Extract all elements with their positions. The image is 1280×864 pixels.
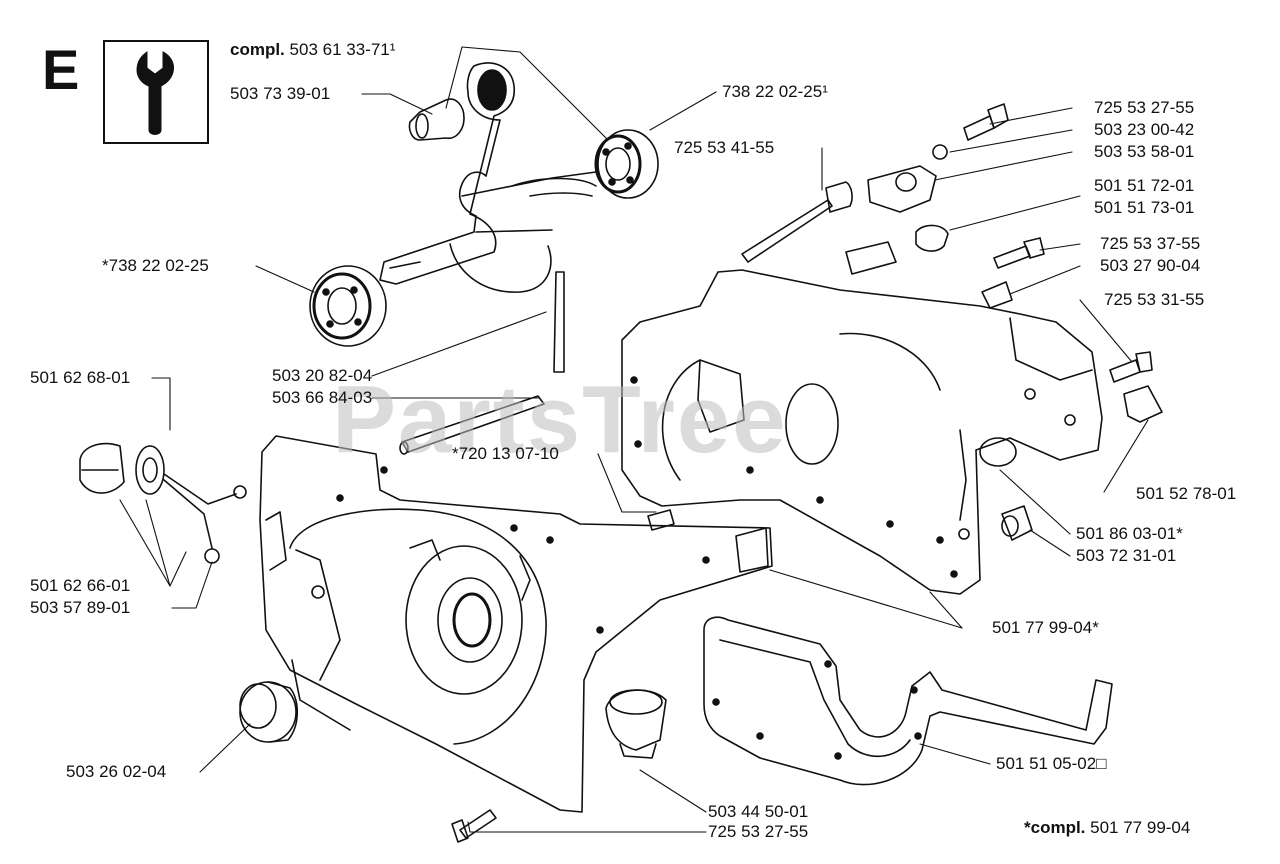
label-503-44-50-01: 503 44 50-01	[708, 802, 809, 821]
label-501-86-03-01: 501 86 03-01*	[1076, 524, 1183, 543]
label-501-51-72-01: 501 51 72-01	[1094, 176, 1195, 195]
label-501-51-05-02: 501 51 05-02□	[996, 754, 1107, 773]
label-725-53-27-55-bottom: 725 53 27-55	[708, 822, 809, 841]
leader-lines	[119, 46, 1149, 833]
needle-bearing	[408, 98, 465, 141]
crankcase-left	[259, 435, 773, 813]
label-503-27-90-04: 503 27 90-04	[1100, 256, 1201, 275]
label-503-72-31-01: 503 72 31-01	[1076, 546, 1177, 565]
section-letter: E	[42, 38, 80, 101]
footnote: *compl. 501 77 99-04	[1024, 818, 1191, 837]
small-parts	[399, 103, 1163, 843]
label-725-53-41-55: 725 53 41-55	[674, 138, 775, 157]
label-503-73-39-01: 503 73 39-01	[230, 84, 331, 103]
label-720-13-07-10: *720 13 07-10	[452, 444, 559, 463]
label-501-52-78-01: 501 52 78-01	[1136, 484, 1237, 503]
label-501-62-66-01: 501 62 66-01	[30, 576, 131, 595]
crankcase-right	[621, 269, 1103, 595]
label-503-20-82-04: 503 20 82-04	[272, 366, 373, 385]
label-738-22-02-25-right: 738 22 02-25¹	[722, 82, 828, 101]
label-503-57-89-01: 503 57 89-01	[30, 598, 131, 617]
label-501-77-99-04: 501 77 99-04*	[992, 618, 1099, 637]
gasket	[703, 616, 1113, 786]
main-bearing-left	[309, 265, 387, 347]
crankshaft	[379, 62, 597, 293]
label-501-51-73-01: 501 51 73-01	[1094, 198, 1195, 217]
oil-seal	[239, 681, 299, 743]
main-bearing-right	[594, 129, 659, 199]
label-503-26-02-04: 503 26 02-04	[66, 762, 167, 781]
tool-box	[103, 40, 209, 144]
label-738-22-02-25-left: *738 22 02-25	[102, 256, 209, 275]
label-503-23-00-42: 503 23 00-42	[1094, 120, 1195, 139]
label-compl-503-61-33-71: compl. 503 61 33-71¹	[230, 40, 396, 59]
label-503-53-58-01: 503 53 58-01	[1094, 142, 1195, 161]
wrench-icon	[136, 51, 174, 135]
rubber-plug	[605, 689, 667, 759]
label-725-53-27-55-top: 725 53 27-55	[1094, 98, 1195, 117]
label-725-53-37-55: 725 53 37-55	[1100, 234, 1201, 253]
oil-pickup	[79, 442, 247, 564]
label-501-62-68-01: 501 62 68-01	[30, 368, 131, 387]
watermark: PartsTree	[332, 366, 788, 473]
label-503-66-84-03: 503 66 84-03	[272, 388, 373, 407]
label-725-53-31-55: 725 53 31-55	[1104, 290, 1205, 309]
